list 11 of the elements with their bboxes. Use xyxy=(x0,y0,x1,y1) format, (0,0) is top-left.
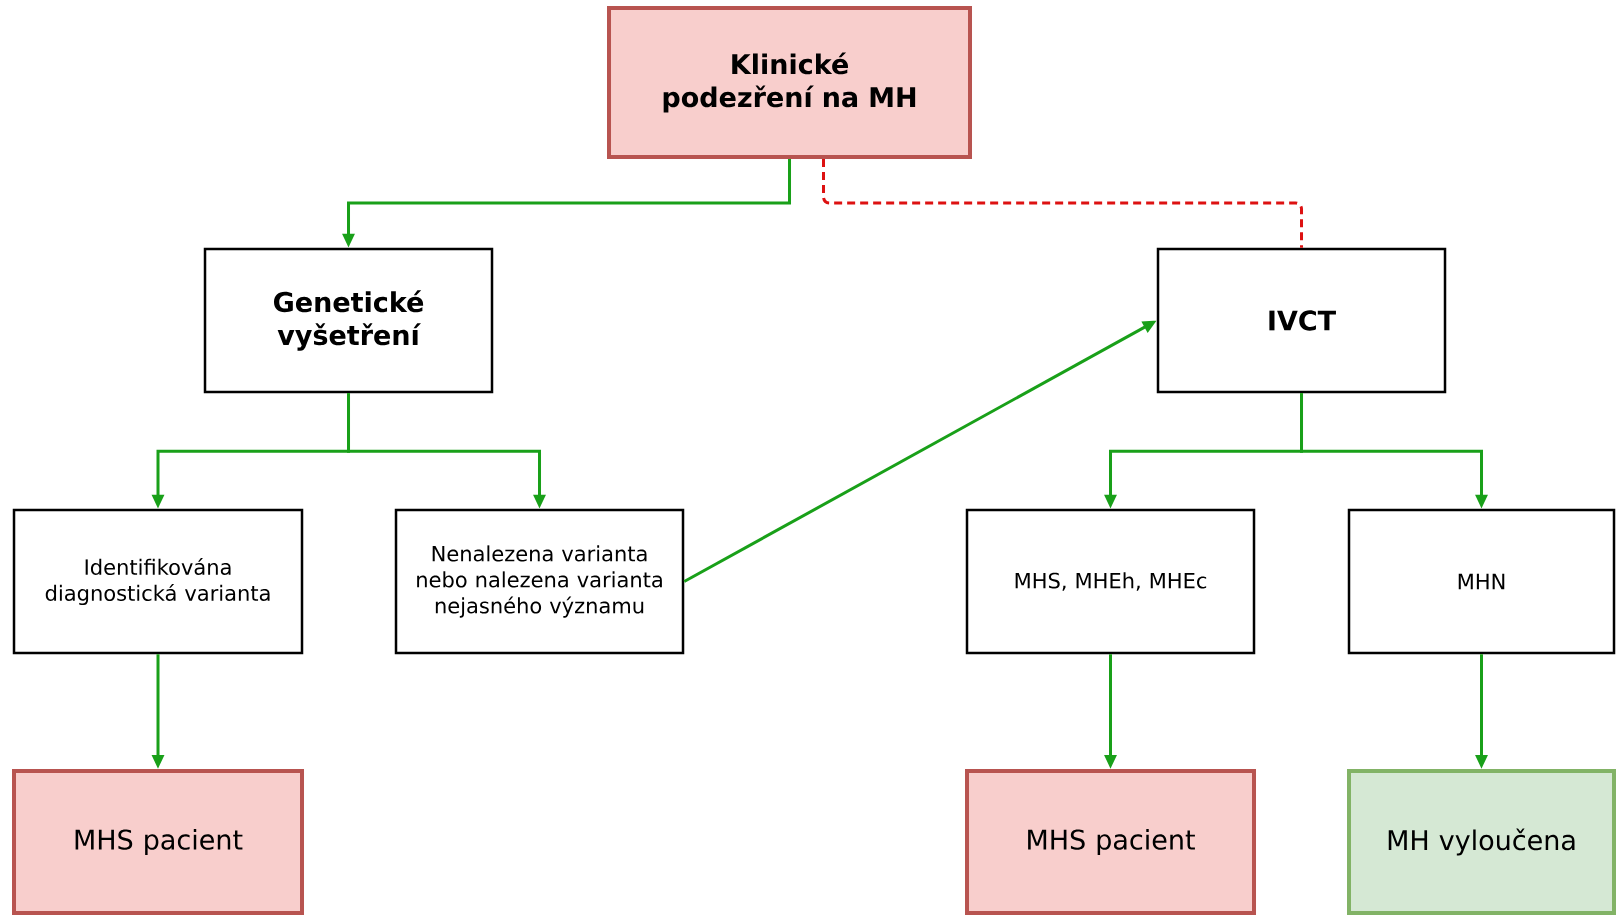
connector-line xyxy=(822,159,1303,248)
result-box: Identifikována diagnostická varianta xyxy=(12,508,304,655)
process-box: IVCT xyxy=(1156,247,1447,394)
result-box: MHS, MHEh, MHEc xyxy=(965,508,1256,655)
outcome-box: MHS pacient xyxy=(965,769,1256,915)
process-box: Genetické vyšetření xyxy=(203,247,494,394)
outcome-box: MHS pacient xyxy=(12,769,304,915)
outcome-box: MH vyloučena xyxy=(1347,769,1616,915)
decision-box: Klinické podezření na MH xyxy=(607,6,972,159)
result-box: MHN xyxy=(1347,508,1616,655)
result-box: Nenalezena varianta nebo nalezena varianta nejasného významu xyxy=(394,508,685,655)
